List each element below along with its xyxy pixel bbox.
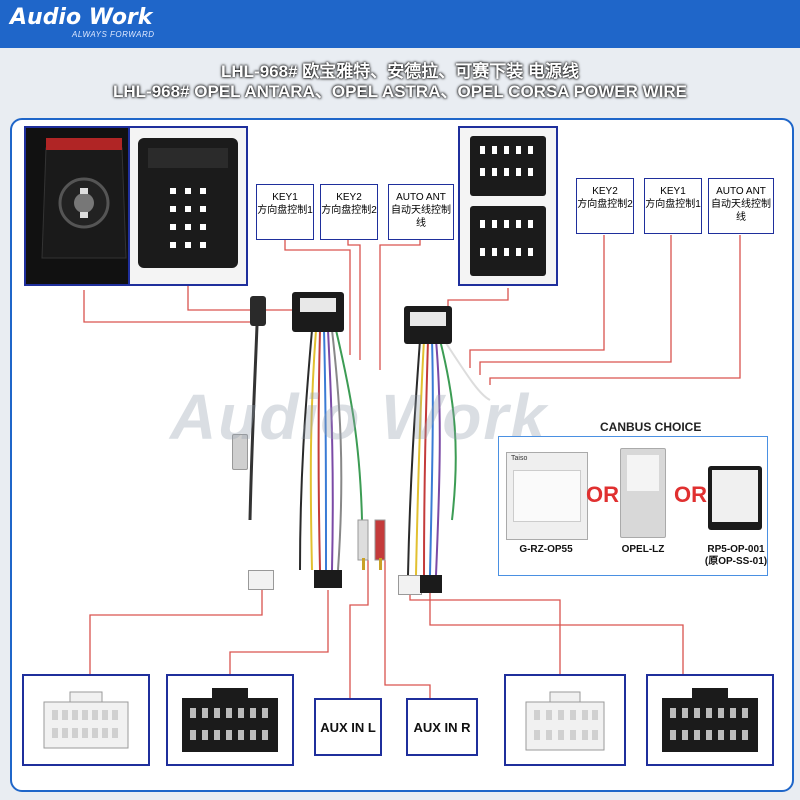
- label-autoant-b-en: AUTO ANT: [716, 186, 766, 197]
- white-connector-right-icon: [525, 691, 605, 751]
- canbus-item-3-title: RP5-OP-001: [707, 544, 765, 555]
- canbus-title: CANBUS CHOICE: [600, 420, 702, 434]
- leader-key2-b: [469, 235, 605, 368]
- leader-aux-l: [349, 560, 369, 700]
- canbus-module-2: [620, 448, 666, 538]
- iso-connector-icon: [470, 136, 546, 276]
- iso-connector-right-icon: [662, 688, 758, 752]
- leader-autoant-b: [489, 235, 741, 385]
- round-connector-box: [24, 126, 144, 286]
- canbus-module-1-label: [513, 470, 581, 522]
- page-title: LHL-968# 欧宝雅特、安德拉、可赛下装 电源线 LHL-968# OPEL…: [0, 62, 800, 102]
- canbus-module-1-brand: Taiso: [511, 455, 528, 462]
- rca-plugs: [357, 519, 386, 570]
- aux-in-l-box: AUX IN L: [314, 698, 382, 756]
- round-connector-icon: [41, 138, 127, 259]
- sixteen-pin-connector-icon: [138, 138, 238, 268]
- bottom-white-connector-left-box: [22, 674, 150, 766]
- brand-slogan: ALWAYS FORWARD: [72, 30, 155, 39]
- or-separator-2: OR: [674, 482, 707, 507]
- label-key1-a: KEY1 方向盘控制1: [256, 184, 314, 240]
- title-line-en: LHL-968# OPEL ANTARA、OPEL ASTRA、OPEL COR…: [113, 82, 687, 101]
- leader-bottom-white-right: [409, 590, 561, 675]
- bottom-white-connector-right-box: [504, 674, 626, 766]
- bottom-iso-connector-left-box: [166, 674, 294, 766]
- leader-aux-r: [384, 560, 431, 700]
- harness-white-plug-right: [398, 575, 422, 595]
- or-separator-1: OR: [586, 482, 619, 507]
- label-autoant-b-cn: 自动天线控制线: [711, 199, 771, 223]
- label-key2-b-cn: 方向盘控制2: [577, 199, 633, 210]
- canbus-module-3: [708, 466, 762, 530]
- label-key1-b-cn: 方向盘控制1: [645, 199, 701, 210]
- canbus-module-1: Taiso: [506, 452, 588, 540]
- label-key2-a-cn: 方向盘控制2: [321, 205, 377, 216]
- label-key2-b: KEY2 方向盘控制2: [576, 178, 634, 234]
- label-key1-b: KEY1 方向盘控制1: [644, 178, 702, 234]
- leader-key2-a: [347, 240, 361, 360]
- iso-connector-left-icon: [182, 688, 278, 752]
- harness-white-plug-left: [248, 570, 274, 590]
- leader-bottom-left-white: [89, 590, 263, 675]
- harness-black-plug-right: [420, 575, 442, 593]
- white-connector-left-icon: [43, 691, 129, 749]
- canbus-item-3-sub: (原OP-SS-01): [704, 556, 768, 567]
- header-bar: Audio Work ALWAYS FORWARD: [0, 0, 800, 48]
- iso-connector-box: [458, 126, 558, 286]
- canbus-module-3-label: [712, 470, 758, 522]
- canbus-item-1-name: G-RZ-OP55: [519, 544, 573, 555]
- label-autoant-a-en: AUTO ANT: [396, 192, 446, 203]
- label-autoant-a: AUTO ANT 自动天线控制线: [388, 184, 454, 240]
- title-line-cn: LHL-968# 欧宝雅特、安德拉、可赛下装 电源线: [221, 62, 579, 81]
- leader-round-connector: [83, 290, 250, 323]
- harness-module-right: [404, 306, 452, 344]
- antenna-plug: [232, 434, 248, 470]
- leader-iso-connector: [447, 288, 509, 318]
- leader-autoant-a: [379, 240, 421, 370]
- leader-bottom-iso-left: [229, 590, 329, 675]
- wire-bundle-right: [407, 339, 491, 576]
- antenna-adapter: [250, 296, 266, 326]
- module-left-tag: [300, 298, 336, 312]
- sixteen-pin-connector-box: [128, 126, 248, 286]
- label-key1-b-en: KEY1: [660, 186, 686, 197]
- label-key1-a-en: KEY1: [272, 192, 298, 203]
- label-key1-a-cn: 方向盘控制1: [257, 205, 313, 216]
- harness-black-plug-left: [314, 570, 342, 588]
- leader-bottom-iso-right: [429, 590, 684, 675]
- brand-logo: Audio Work: [10, 5, 153, 30]
- leader-key1-a: [284, 240, 351, 355]
- leader-key1-b: [479, 235, 672, 375]
- module-right-tag: [410, 312, 446, 326]
- watermark-logo: Audio Work: [170, 381, 548, 453]
- label-autoant-b: AUTO ANT 自动天线控制线: [708, 178, 774, 234]
- label-key2-a: KEY2 方向盘控制2: [320, 184, 378, 240]
- label-key2-a-en: KEY2: [336, 192, 362, 203]
- label-autoant-a-cn: 自动天线控制线: [391, 205, 451, 229]
- bottom-iso-connector-right-box: [646, 674, 774, 766]
- aux-in-r-box: AUX IN R: [406, 698, 478, 756]
- harness-module-left: [292, 292, 344, 332]
- canbus-module-2-label: [627, 455, 659, 491]
- canbus-item-3-name: RP5-OP-001 (原OP-SS-01): [700, 544, 772, 568]
- canbus-item-2-name: OPEL-LZ: [621, 544, 665, 555]
- label-key2-b-en: KEY2: [592, 186, 618, 197]
